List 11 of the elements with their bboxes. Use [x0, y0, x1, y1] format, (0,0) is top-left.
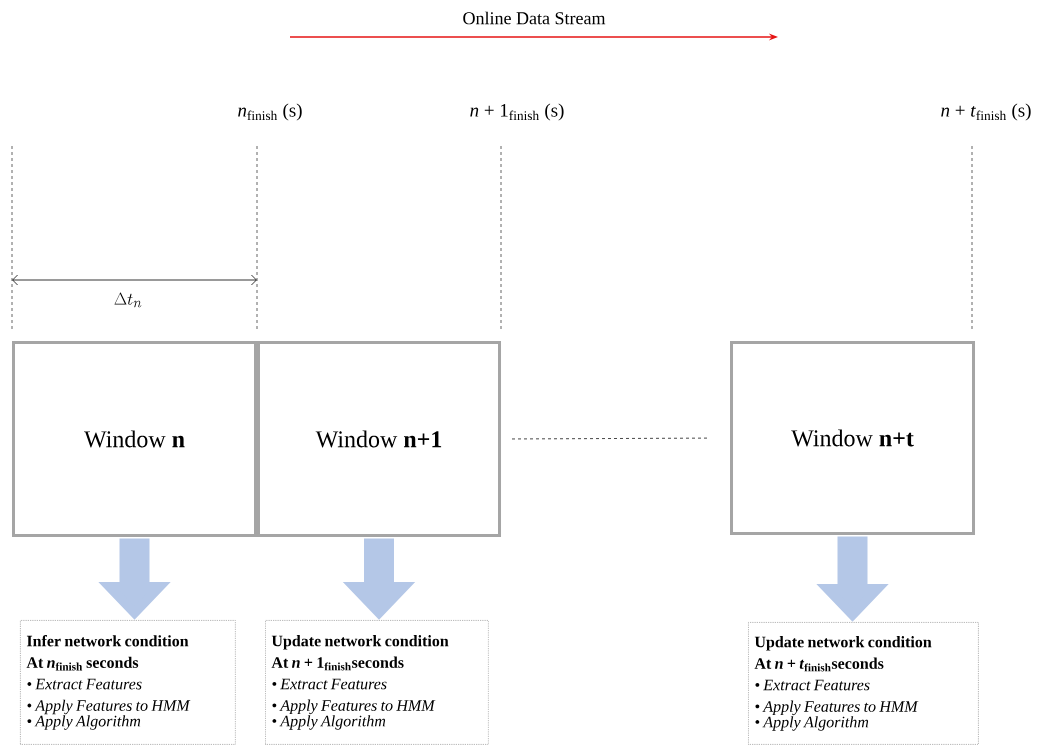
window-box: Window n+1	[257, 341, 501, 537]
time-label: n + 1$_{finish}$ (s)	[470, 103, 564, 121]
stream-label: Online Data Stream	[463, 11, 606, 25]
info-box: Infer network condition At n$_{finish}$ seconds • Extract Features • Apply Features to HMM • Apply Algorithm	[20, 620, 236, 745]
info-box: Update network condition At n + 1$_{finish}$seconds • Extract Features • Apply Features to HMM • Apply Algorithm	[265, 620, 489, 745]
info-box: Update network condition At n + t$_{finish}$seconds • Extract Features • Apply Features to HMM • Apply Algorithm	[748, 622, 979, 745]
time-label: n + t$_{finish}$ (s)	[941, 103, 1031, 121]
time-label: n$_{finish}$ (s)	[238, 103, 302, 121]
dimension-label: $\Delta t_{n}$	[114, 292, 142, 308]
window-box: Window n	[12, 341, 257, 537]
window-box: Window n+t	[730, 341, 975, 535]
